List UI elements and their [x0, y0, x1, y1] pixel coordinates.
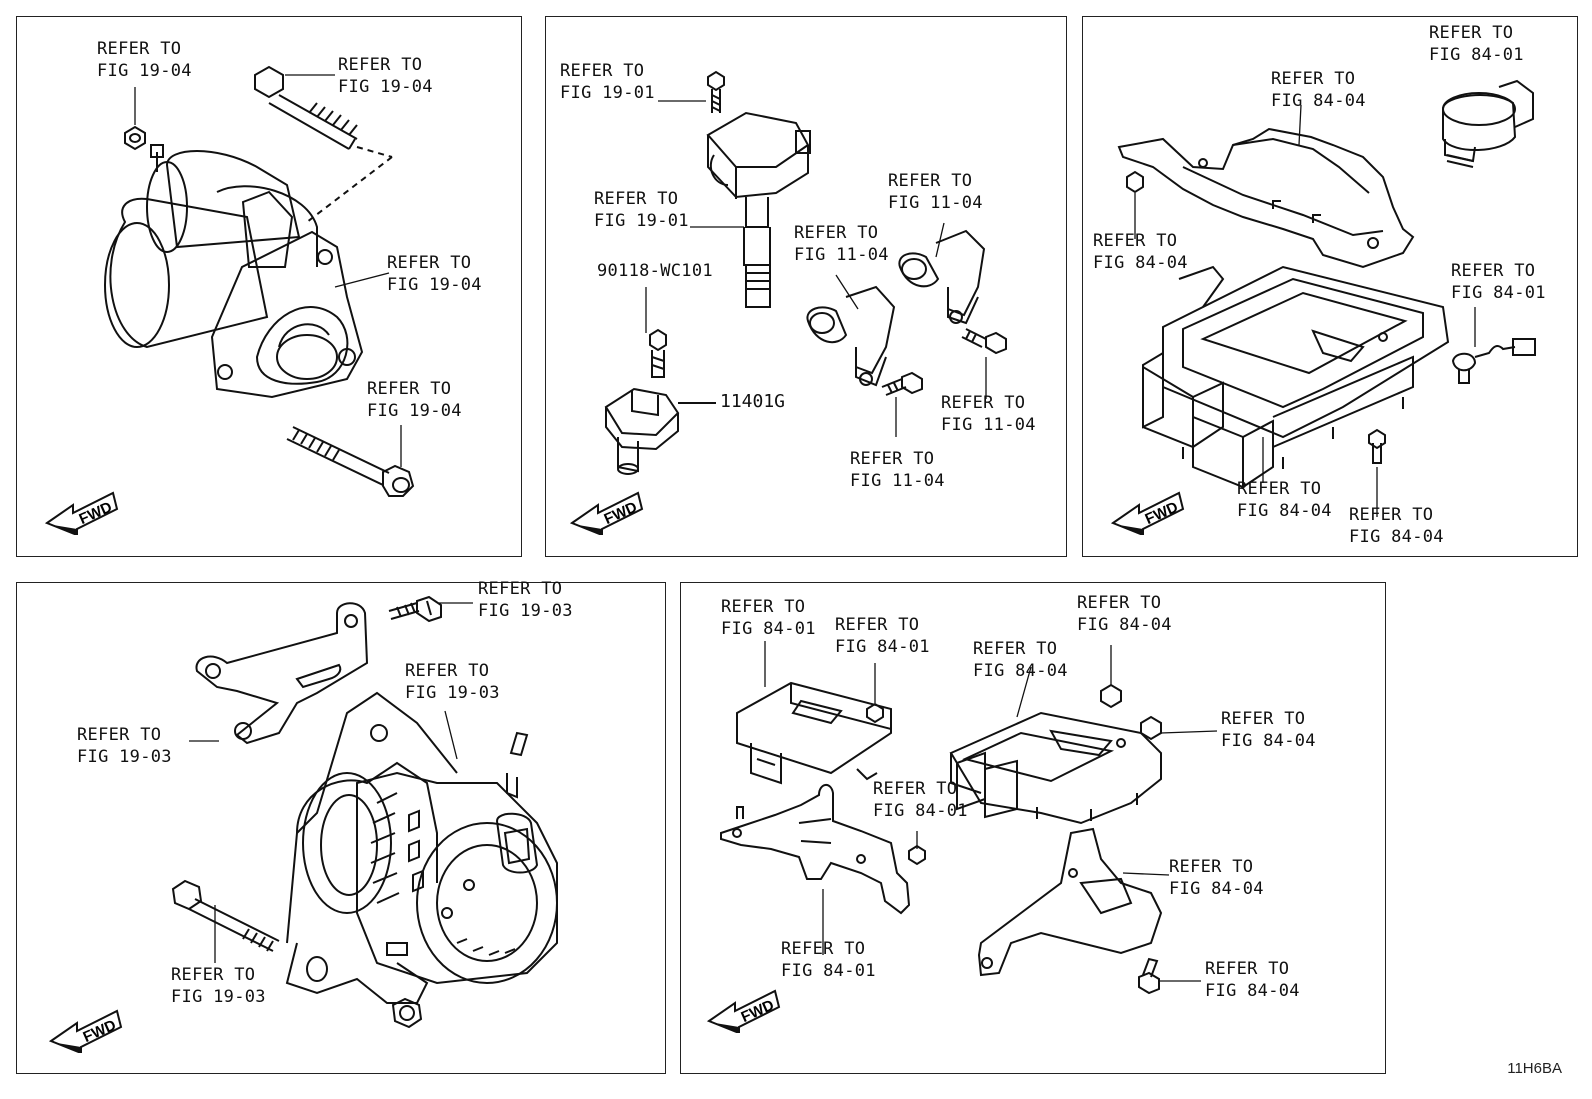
label-fig: FIG 84-04: [1093, 253, 1188, 273]
label-fig: FIG 11-04: [941, 415, 1036, 435]
label-refer-to: REFER TO: [781, 939, 866, 959]
label-fig: FIG 84-01: [781, 961, 876, 981]
fwd-text: FWD: [739, 997, 777, 1026]
label-fig: FIG 19-04: [338, 77, 433, 97]
part-number-bolt: 90118-WC101: [597, 261, 713, 281]
panel-alternator: REFER TO FIG 19-03 REFER TO FIG 19-03 RE…: [16, 579, 666, 1074]
label-fig: FIG 84-01: [721, 619, 816, 639]
label-fig: FIG 84-04: [1221, 731, 1316, 751]
label-refer-to: REFER TO: [478, 579, 563, 599]
fwd-arrow-icon: FWD: [48, 1009, 123, 1053]
label-refer-to: REFER TO: [873, 779, 958, 799]
label-refer-to: REFER TO: [1451, 261, 1536, 281]
label-fig: FIG 84-01: [1451, 283, 1546, 303]
label-refer-to: REFER TO: [850, 449, 935, 469]
label-fig: FIG 19-04: [97, 61, 192, 81]
label-fig: FIG 19-01: [560, 83, 655, 103]
label-fig: FIG 19-04: [367, 401, 462, 421]
fwd-text: FWD: [77, 499, 115, 528]
label-refer-to: REFER TO: [1237, 479, 1322, 499]
label-fig: FIG 19-03: [405, 683, 500, 703]
label-refer-to: REFER TO: [338, 55, 423, 75]
label-refer-to: REFER TO: [1349, 505, 1434, 525]
label-fig: FIG 19-03: [77, 747, 172, 767]
fwd-text: FWD: [1143, 499, 1181, 528]
label-refer-to: REFER TO: [560, 61, 645, 81]
label-refer-to: REFER TO: [1077, 593, 1162, 613]
label-fig: FIG 19-01: [594, 211, 689, 231]
label-refer-to: REFER TO: [387, 253, 472, 273]
label-refer-to: REFER TO: [1205, 959, 1290, 979]
panel-starter: REFER TO FIG 19-04 REFER TO FIG 19-04 RE…: [16, 16, 522, 557]
fwd-text: FWD: [81, 1017, 119, 1046]
alternator-drawing: [171, 595, 558, 1029]
label-fig: FIG 84-04: [1271, 91, 1366, 111]
label-refer-to: REFER TO: [97, 39, 182, 59]
label-fig: FIG 84-04: [1077, 615, 1172, 635]
panel-modules: REFER TO FIG 84-01 REFER TO FIG 84-01 RE…: [680, 582, 1386, 1074]
label-fig: FIG 84-04: [1205, 981, 1300, 1001]
label-fig: FIG 84-01: [835, 637, 930, 657]
label-fig: FIG 84-04: [1349, 527, 1444, 547]
fwd-arrow-icon: FWD: [1110, 491, 1185, 535]
label-refer-to: REFER TO: [1221, 709, 1306, 729]
label-refer-to: REFER TO: [1169, 857, 1254, 877]
fwd-arrow-icon: FWD: [44, 491, 119, 535]
fwd-arrow-icon: FWD: [706, 989, 781, 1033]
label-fig: FIG 84-01: [873, 801, 968, 821]
fwd-arrow-icon: FWD: [569, 491, 644, 535]
label-fig: FIG 84-04: [1169, 879, 1264, 899]
fwd-text: FWD: [602, 499, 640, 528]
label-fig: FIG 84-04: [1237, 501, 1332, 521]
ecu-bracket-drawing: [1117, 79, 1536, 517]
label-fig: FIG 19-03: [171, 987, 266, 1007]
label-refer-to: REFER TO: [171, 965, 256, 985]
label-refer-to: REFER TO: [888, 171, 973, 191]
label-fig: FIG 19-03: [478, 601, 573, 621]
ignition-coil-sensors-drawing: [604, 70, 1007, 475]
label-fig: FIG 84-01: [1429, 45, 1524, 65]
diagram-code: 11H6BA: [1507, 1060, 1562, 1077]
label-refer-to: REFER TO: [835, 615, 920, 635]
control-modules-drawing: [720, 641, 1218, 995]
label-refer-to: REFER TO: [794, 223, 879, 243]
label-fig: FIG 84-04: [973, 661, 1068, 681]
label-refer-to: REFER TO: [77, 725, 162, 745]
starter-motor-drawing: [104, 65, 415, 497]
label-fig: FIG 11-04: [888, 193, 983, 213]
label-fig: FIG 11-04: [850, 471, 945, 491]
label-refer-to: REFER TO: [1271, 69, 1356, 89]
label-refer-to: REFER TO: [973, 639, 1058, 659]
label-refer-to: REFER TO: [594, 189, 679, 209]
panel-ignition-sensors: REFER TO FIG 19-01 REFER TO FIG 19-01 90…: [545, 16, 1067, 557]
label-refer-to: REFER TO: [941, 393, 1026, 413]
part-number-sensor: 11401G: [720, 391, 786, 412]
panel-ecu: REFER TO FIG 84-01 REFER TO FIG 84-04 RE…: [1082, 16, 1578, 557]
label-fig: FIG 19-04: [387, 275, 482, 295]
label-refer-to: REFER TO: [1429, 23, 1514, 43]
label-refer-to: REFER TO: [721, 597, 806, 617]
label-refer-to: REFER TO: [1093, 231, 1178, 251]
label-fig: FIG 11-04: [794, 245, 889, 265]
label-refer-to: REFER TO: [367, 379, 452, 399]
label-refer-to: REFER TO: [405, 661, 490, 681]
